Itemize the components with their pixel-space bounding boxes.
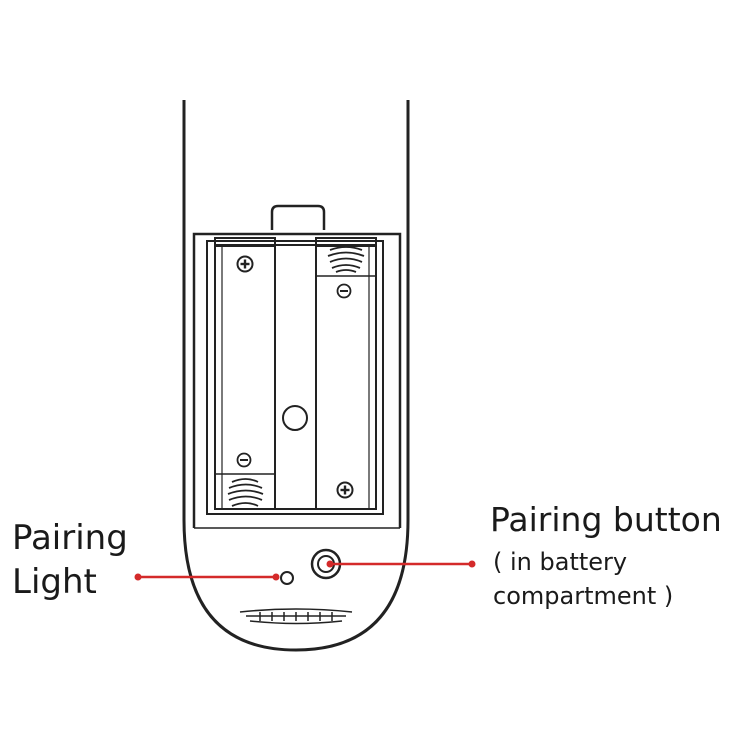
battery-slot-right xyxy=(315,244,377,510)
battery-compartment-inner xyxy=(206,240,384,515)
pairing-light-indicator xyxy=(280,571,294,585)
spring-icon xyxy=(227,478,264,507)
pairing-light-label-line2: Light xyxy=(12,562,97,602)
remote-body-outline xyxy=(182,100,410,652)
pairing-button-sublabel: ( in battery compartment ) xyxy=(493,545,673,613)
pairing-button-sublabel-line2: compartment ) xyxy=(493,582,674,610)
pairing-light-label: Pairing Light xyxy=(12,516,128,604)
minus-terminal-icon xyxy=(336,283,352,299)
pairing-button-leader xyxy=(326,560,476,568)
battery-compartment-frame xyxy=(192,232,402,528)
minus-terminal-icon xyxy=(236,452,252,468)
pairing-light-label-line1: Pairing xyxy=(12,518,128,558)
spring-icon xyxy=(327,246,365,273)
screw-hole xyxy=(282,405,308,431)
battery-cover-latch xyxy=(270,204,326,230)
pairing-button-sublabel-line1: ( in battery xyxy=(493,548,628,576)
speaker-grille xyxy=(239,608,353,625)
plus-terminal-icon xyxy=(336,481,354,499)
pairing-button-label: Pairing button xyxy=(490,500,722,539)
plus-terminal-icon xyxy=(236,255,254,273)
pairing-light-leader xyxy=(134,573,280,581)
center-channel xyxy=(274,244,317,510)
battery-slot-left xyxy=(214,244,276,510)
